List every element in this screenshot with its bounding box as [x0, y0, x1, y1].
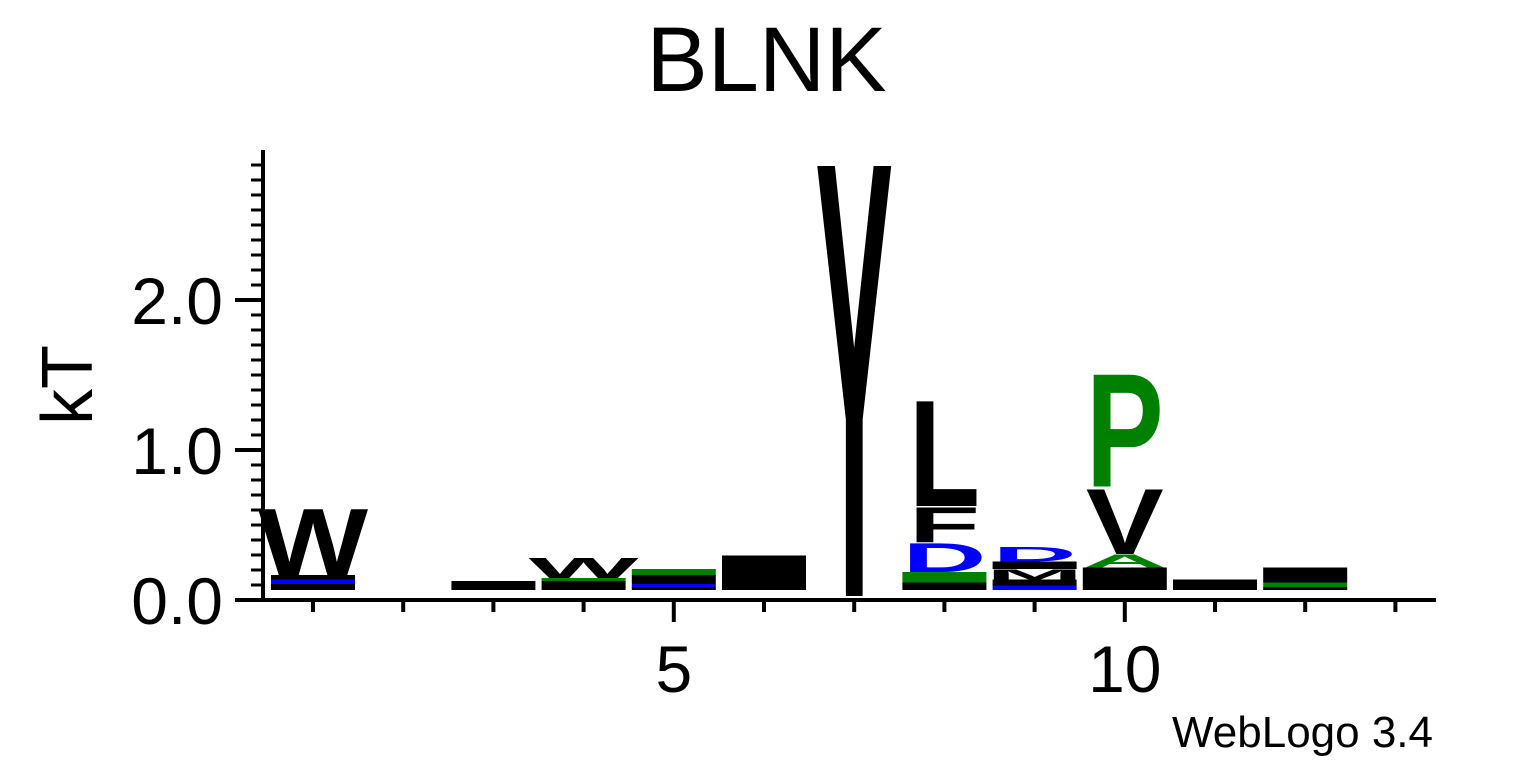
- logo-letter-bar: [902, 578, 987, 583]
- logo-letter-bar: [631, 569, 716, 575]
- logo-letter-bar: [992, 561, 1077, 569]
- logo-letter-bar: [451, 584, 536, 587]
- logo-letter-D: D: [992, 543, 1076, 566]
- x-tick-label: 10: [1088, 632, 1161, 706]
- logo-letter-bar: [1173, 587, 1257, 590]
- logo-letter-P: P: [1086, 339, 1164, 521]
- logo-letter-bar: [902, 582, 987, 587]
- logo-letter-bar: [1263, 582, 1348, 587]
- logo-letter-bar: [1082, 582, 1167, 587]
- logo-letter-bar: [541, 584, 626, 587]
- logo-letter-bar: [902, 572, 987, 578]
- logo-letter-bar: [992, 579, 1077, 586]
- logo-letter-bar: [271, 575, 355, 580]
- logo-letter-bar: [1263, 573, 1348, 578]
- logo-letter-bar: [992, 585, 1077, 590]
- y-tick-label: 2.0: [131, 264, 223, 338]
- logo-letter-bar: [902, 587, 987, 590]
- logo-letter-bar: [631, 579, 716, 584]
- y-tick-label: 1.0: [131, 414, 223, 488]
- chart-axes: 0.0 1.0 2.0 5 10: [131, 150, 1436, 706]
- logo-letter-bar: [722, 567, 806, 574]
- logo-letter-bar: [1263, 587, 1348, 590]
- logo-letter-L: L: [909, 368, 980, 539]
- logo-letter-bar: [271, 587, 355, 590]
- chart-title: BLNK: [646, 9, 887, 111]
- logo-letter-Y: Y: [815, 32, 893, 730]
- logo-letter-M: M: [986, 566, 1083, 582]
- logo-letter-bar: [271, 584, 355, 587]
- logo-letter-bar: [631, 587, 716, 590]
- logo-letter-bar: [722, 582, 806, 587]
- logo-letter-bar: [722, 573, 806, 583]
- logo-letter-bar: [631, 575, 716, 580]
- logo-letter-bar: [451, 581, 536, 584]
- logo-letter-bar: [1082, 587, 1167, 590]
- logo-letter-V: V: [1086, 470, 1164, 575]
- logo-letter-bar: [451, 587, 536, 590]
- logo-letter-bar: [722, 555, 806, 568]
- y-tick-label: 0.0: [131, 564, 223, 638]
- logo-letter-F: F: [909, 497, 980, 553]
- logo-letter-bar: [541, 587, 626, 590]
- logo-letter-A: A: [1083, 550, 1167, 571]
- weblogo-credit: WebLogo 3.4: [1172, 708, 1433, 757]
- logo-letter-bar: [631, 584, 716, 587]
- logo-letter-bar: [1082, 573, 1167, 583]
- logo-letter-bar: [1173, 584, 1257, 587]
- logo-letter-bar: [722, 587, 806, 590]
- logo-letter-bar: [541, 581, 626, 584]
- logo-letter-bar: [1263, 567, 1348, 574]
- logo-letter-bar: [271, 579, 355, 584]
- logo-letter-bar: [1173, 579, 1257, 584]
- logo-letter-bar: [1263, 578, 1348, 583]
- logo-letter-bar: [1082, 567, 1167, 574]
- x-tick-label: 5: [655, 632, 692, 706]
- logo-letter-bar: [541, 578, 626, 581]
